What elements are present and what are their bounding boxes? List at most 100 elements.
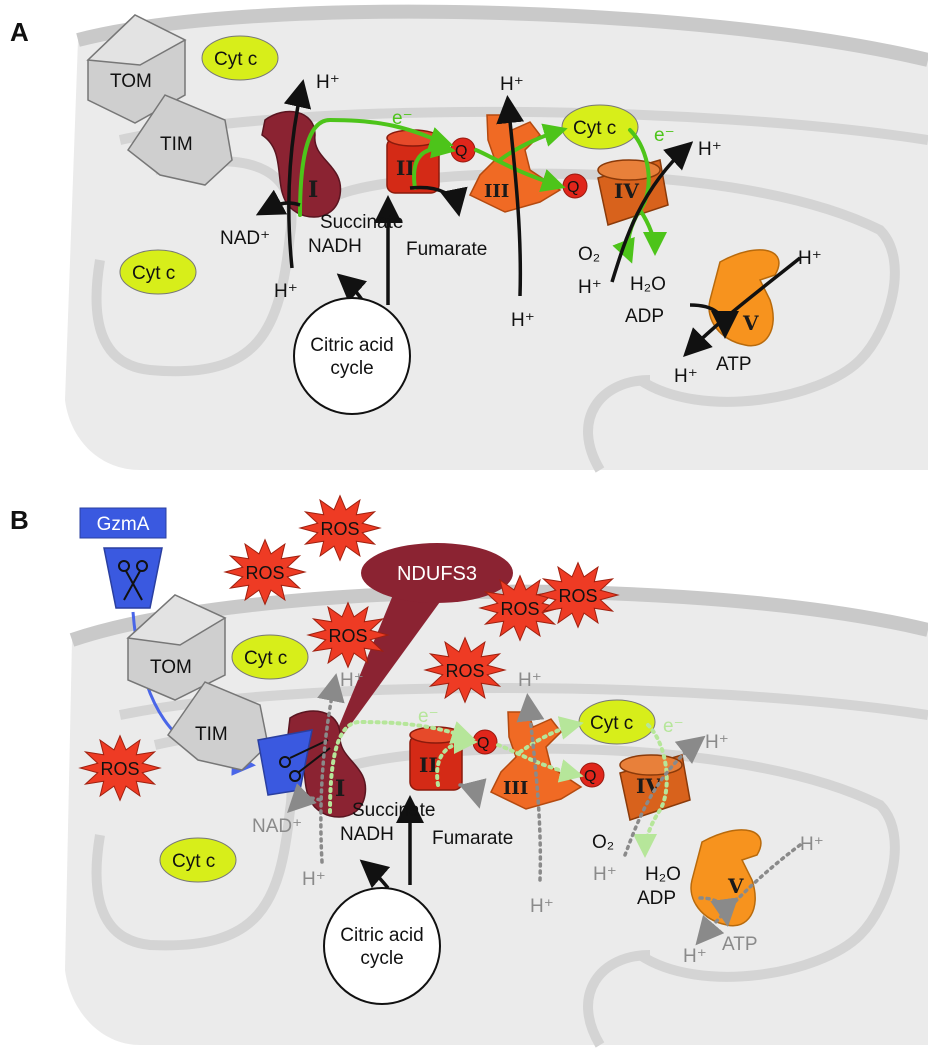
panel-b: B GzmA TOM TIM [10, 494, 928, 1048]
fumarate-b: Fumarate [432, 828, 513, 849]
h2o-a: H₂O [630, 274, 666, 295]
e-minus-1-b: e⁻ [418, 706, 439, 727]
ubiquinone-1-b: Q [472, 729, 498, 755]
electron-flow-b [328, 716, 669, 858]
cyt-c-left-b: Cyt c [159, 837, 237, 883]
cyt-c-ims-b-label: Cyt c [590, 713, 633, 734]
ros-burst-1: ROS [298, 494, 382, 562]
complex-II-a-label: II [396, 156, 415, 180]
gzma-label: GzmA [97, 514, 150, 535]
o2-b: O₂ [592, 832, 614, 853]
h-I-top-a: H⁺ [316, 72, 340, 93]
ros-burst-3: ROS [306, 601, 390, 669]
tom-label-b: TOM [150, 657, 192, 678]
ubiquinone-2-a: Q [562, 173, 588, 199]
h-V-top-b: H⁺ [800, 834, 824, 855]
electron-flow-a [298, 117, 667, 264]
panel-b-letter: B [10, 505, 29, 535]
e-minus-2-a: e⁻ [654, 125, 675, 146]
ros-label-4: ROS [500, 599, 539, 619]
ros-label-2: ROS [245, 563, 284, 583]
ros-burst-6: ROS [423, 636, 507, 704]
ubiquinone-2-b: Q [579, 762, 605, 788]
dotted-proton-paths-b [287, 673, 802, 946]
complex-V-b-label: V [727, 874, 744, 898]
q1-a-label: Q [455, 143, 467, 160]
complex-IV-a-label: IV [614, 179, 639, 203]
ubiquinone-1-a: Q [450, 137, 476, 163]
tim-translocase-a: TIM [126, 94, 233, 186]
scissors-icon [118, 560, 148, 601]
h-I-bottom-a: H⁺ [274, 281, 298, 302]
ros-burst-2: ROS [223, 538, 307, 606]
h-IV-top-b: H⁺ [705, 732, 729, 753]
q1-b-label: Q [477, 735, 489, 752]
h-V-top-a: H⁺ [798, 248, 822, 269]
atp-synthase-b: V [690, 829, 762, 927]
nadh-b: NADH [340, 824, 394, 845]
e-minus-2-b: e⁻ [663, 716, 684, 737]
ros-burst-7: ROS [78, 734, 162, 802]
nad-b: NAD⁺ [252, 816, 302, 837]
cycle-b-line1: Citric acid [340, 925, 423, 946]
cycle-b-line2: cycle [360, 948, 403, 969]
atp-a: ATP [716, 354, 752, 375]
citric-acid-cycle-b: Citric acid cycle [323, 887, 441, 1005]
fumarate-a: Fumarate [406, 239, 487, 260]
h-III-top-b: H⁺ [518, 670, 542, 691]
black-arrows-b [359, 795, 424, 890]
cyt-c-ims-b: Cyt c [578, 699, 656, 745]
black-arrows-a [255, 79, 802, 357]
cycle-a-line1: Citric acid [310, 335, 393, 356]
h-III-bottom-b: H⁺ [530, 896, 554, 917]
cyt-c-left-a-label: Cyt c [132, 263, 175, 284]
tom-translocase-a: TOM [86, 14, 187, 124]
o2-a: O₂ [578, 244, 600, 265]
complex-I-b-label: I [335, 776, 345, 802]
panel-a-letter: A [10, 17, 29, 47]
complex-II-b: II [409, 726, 463, 791]
ros-label-1: ROS [320, 519, 359, 539]
tom-translocase-b: TOM [126, 594, 227, 701]
complex-V-a-label: V [742, 311, 759, 335]
nadh-a: NADH [308, 236, 362, 257]
complex-II-b-label: II [419, 753, 438, 777]
h-III-bottom-a: H⁺ [511, 310, 535, 331]
cyt-c-ims-a-label: Cyt c [573, 118, 616, 139]
cyt-c-left-b-label: Cyt c [172, 851, 215, 872]
h2o-b: H₂O [645, 864, 681, 885]
cyt-c-top-b-label: Cyt c [244, 648, 287, 669]
cyt-c-top-b: Cyt c [231, 634, 309, 680]
citric-acid-cycle-a: Citric acid cycle [293, 297, 411, 415]
e-minus-1-a: e⁻ [392, 108, 413, 129]
scissors-icon-2 [279, 739, 331, 782]
tim-translocase-b: TIM [166, 681, 269, 771]
h-III-top-a: H⁺ [500, 74, 524, 95]
complex-I-a-label: I [308, 177, 318, 203]
h-IV-bottom-b: H⁺ [593, 864, 617, 885]
ros-label-3: ROS [328, 626, 367, 646]
ros-burst-4: ROS [478, 574, 562, 642]
ndufs3-label: NDUFS3 [397, 563, 477, 585]
h-IV-top-a: H⁺ [698, 139, 722, 160]
ros-label-7: ROS [100, 759, 139, 779]
cyt-c-left-a: Cyt c [119, 249, 197, 295]
ros-label-6: ROS [445, 661, 484, 681]
tim-label-b: TIM [195, 724, 228, 745]
ndufs3-callout: NDUFS3 [325, 543, 513, 760]
adp-a: ADP [625, 306, 664, 327]
panel-a: A TOM TIM Cyt c Cyt c [10, 4, 928, 473]
nad-a: NAD⁺ [220, 228, 270, 249]
cyt-c-top-a: Cyt c [201, 35, 279, 81]
mitochondrion-a [65, 4, 928, 473]
tom-label-a: TOM [110, 71, 152, 92]
q2-b-label: Q [584, 768, 596, 785]
tim-label-a: TIM [160, 134, 193, 155]
q2-a-label: Q [567, 179, 579, 196]
cycle-a-line2: cycle [330, 358, 373, 379]
succinate-b: Succinate [352, 800, 435, 821]
h-V-bottom-a: H⁺ [674, 366, 698, 387]
complex-III-a-label: III [484, 181, 509, 202]
